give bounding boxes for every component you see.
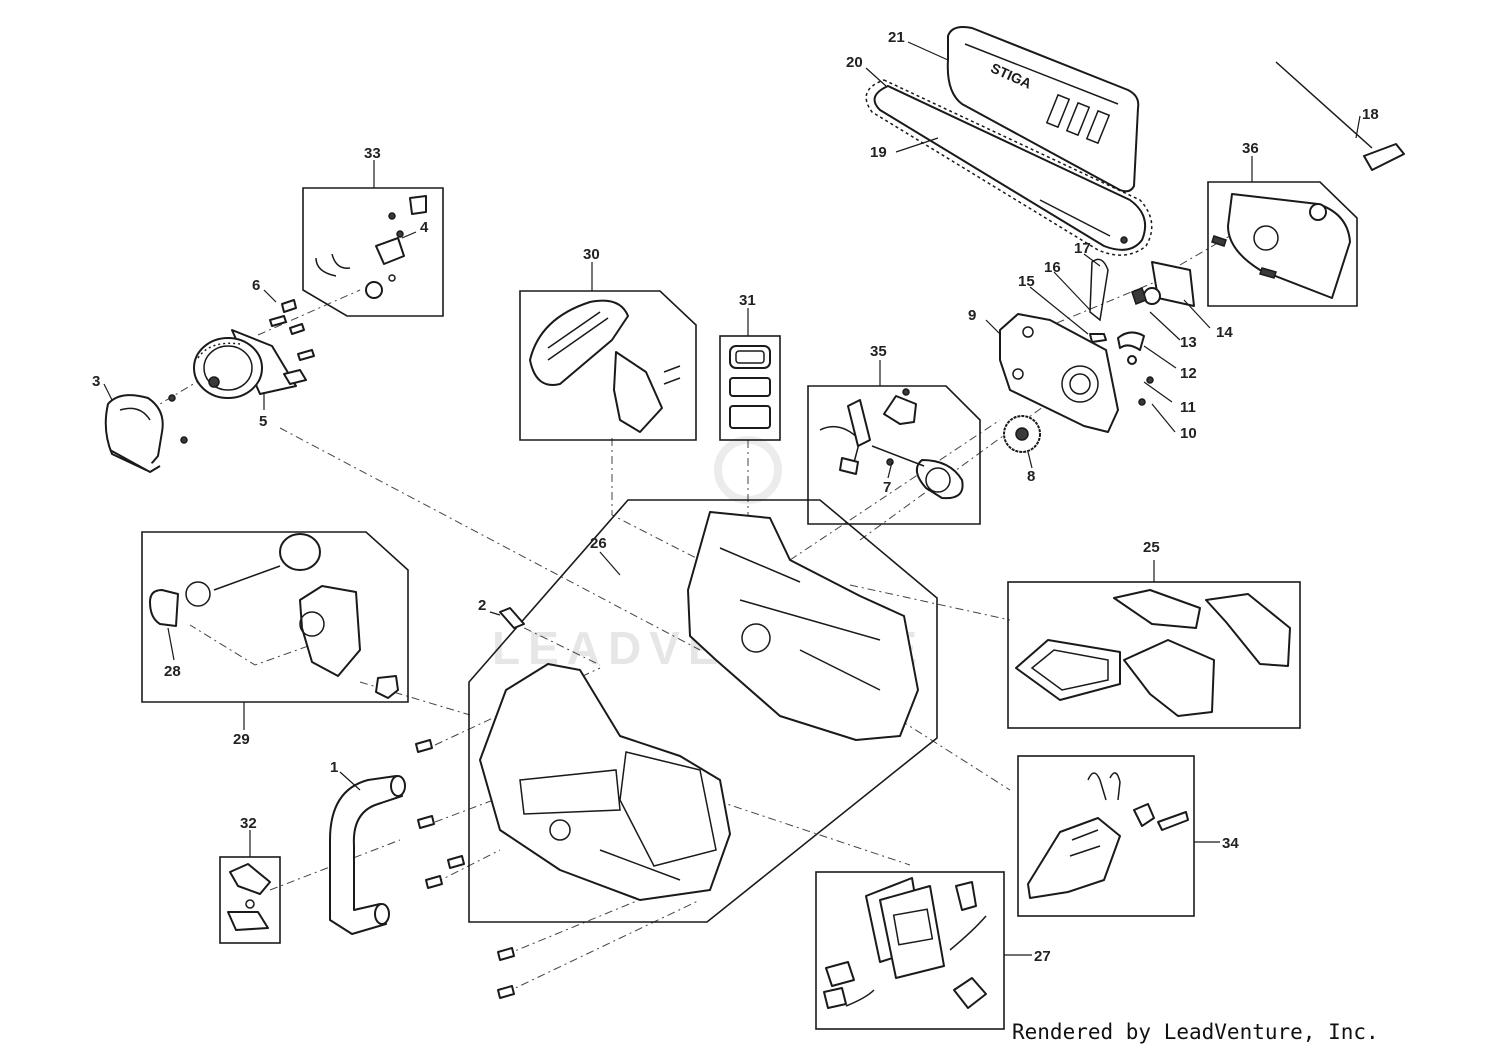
top-handle-cover [529, 299, 681, 433]
front-handle [329, 775, 406, 935]
callout-1[interactable]: 1 [330, 759, 338, 776]
callout-27[interactable]: 27 [1034, 948, 1051, 965]
callout-4[interactable]: 4 [420, 219, 429, 236]
callout-33[interactable]: 33 [364, 145, 381, 162]
brake-parts [1089, 236, 1195, 406]
box-33 [302, 187, 444, 317]
left-housing-half [479, 663, 731, 901]
box-36 [1207, 181, 1358, 307]
group-boxes [141, 181, 1358, 1030]
side-cover [1211, 193, 1351, 299]
box-27 [815, 871, 1005, 1030]
callout-21[interactable]: 21 [888, 29, 905, 46]
callout-8[interactable]: 8 [1027, 468, 1035, 485]
callout-3[interactable]: 3 [92, 373, 100, 390]
motor-end-cap [104, 394, 188, 473]
callouts: 1 2 3 4 5 6 7 8 9 10 11 12 13 14 15 16 1… [92, 29, 1379, 965]
callout-12[interactable]: 12 [1180, 365, 1197, 382]
box-29 [141, 531, 409, 703]
callout-18[interactable]: 18 [1362, 106, 1379, 123]
box-31 [719, 335, 781, 441]
bar-cover: STIGA [946, 26, 1140, 193]
motor [193, 315, 315, 399]
callout-32[interactable]: 32 [240, 815, 257, 832]
guide-bar-and-chain [865, 79, 1153, 256]
seal-set [729, 345, 771, 429]
callout-14[interactable]: 14 [1216, 324, 1233, 341]
switch-parts [227, 863, 271, 931]
control-board-kit [823, 877, 987, 1009]
callout-13[interactable]: 13 [1180, 334, 1197, 351]
callout-17[interactable]: 17 [1074, 240, 1091, 257]
screws [281, 299, 525, 999]
callout-20[interactable]: 20 [846, 54, 863, 71]
leader-lines [103, 41, 1361, 956]
trigger-assembly [1027, 772, 1189, 899]
combination-wrench [1275, 61, 1405, 171]
box-35 [807, 385, 981, 525]
oil-cap-and-pump [149, 533, 399, 699]
callout-34[interactable]: 34 [1222, 835, 1239, 852]
callout-11[interactable]: 11 [1180, 399, 1196, 416]
gear-housing [999, 313, 1119, 433]
callout-5[interactable]: 5 [259, 413, 267, 430]
callout-35[interactable]: 35 [870, 343, 887, 360]
box-26 [468, 499, 938, 923]
handle-guards [1015, 589, 1291, 717]
callout-28[interactable]: 28 [164, 663, 181, 680]
callout-9[interactable]: 9 [968, 307, 976, 324]
box-30 [519, 290, 697, 441]
callout-19[interactable]: 19 [870, 144, 887, 161]
callout-15[interactable]: 15 [1018, 273, 1035, 290]
callout-16[interactable]: 16 [1044, 259, 1061, 276]
credit-text: Rendered by LeadVenture, Inc. [1012, 1020, 1379, 1044]
brush-holder-kit [315, 195, 427, 299]
callout-6[interactable]: 6 [252, 277, 260, 294]
callout-26[interactable]: 26 [590, 535, 607, 552]
callout-2[interactable]: 2 [478, 597, 486, 614]
drive-gear [1003, 415, 1041, 453]
callout-7[interactable]: 7 [883, 479, 891, 496]
box-34 [1017, 755, 1195, 917]
callout-31[interactable]: 31 [739, 292, 756, 309]
callout-25[interactable]: 25 [1143, 539, 1160, 556]
callout-30[interactable]: 30 [583, 246, 600, 263]
callout-10[interactable]: 10 [1180, 425, 1197, 442]
callout-36[interactable]: 36 [1242, 140, 1259, 157]
chain-brake-band [819, 388, 964, 500]
right-housing-half [687, 511, 919, 741]
callout-29[interactable]: 29 [233, 731, 250, 748]
